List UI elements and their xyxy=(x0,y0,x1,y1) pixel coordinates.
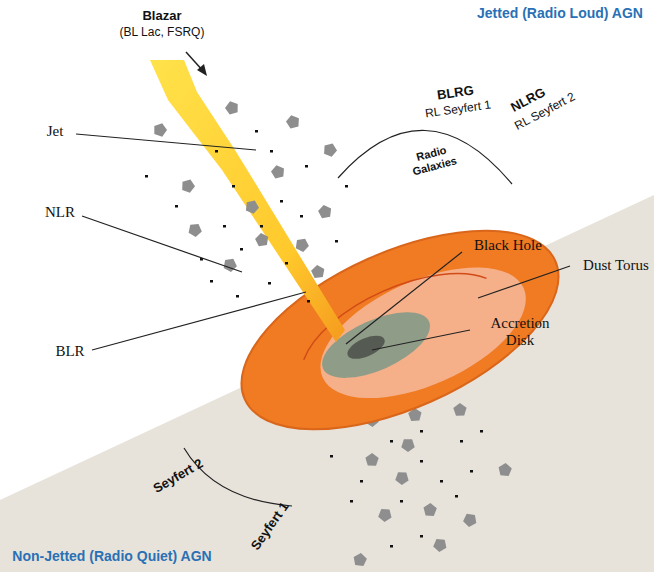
dot xyxy=(210,280,213,283)
radio-galaxy-arc xyxy=(338,130,512,184)
dot xyxy=(470,470,473,473)
dot xyxy=(455,495,458,498)
cloud xyxy=(424,503,437,516)
label: BLR xyxy=(55,343,84,360)
cloud xyxy=(324,144,337,157)
cloud xyxy=(225,101,238,114)
dot xyxy=(390,545,393,548)
radio-quiet-plane xyxy=(0,195,654,572)
dot xyxy=(215,150,218,153)
label: Non-Jetted (Radio Quiet) AGN xyxy=(12,548,211,564)
dot xyxy=(420,460,423,463)
dot xyxy=(223,225,226,228)
leader-line xyxy=(346,252,462,344)
cloud xyxy=(395,472,408,485)
leader-lines xyxy=(76,134,570,350)
dot xyxy=(345,185,348,188)
dot xyxy=(480,430,483,433)
dot xyxy=(145,175,148,178)
dot xyxy=(255,130,258,133)
dot xyxy=(420,535,423,538)
dot xyxy=(270,150,273,153)
dot xyxy=(335,240,338,243)
arrow-head xyxy=(197,64,207,76)
leader-line xyxy=(76,134,256,150)
seyfert-arc xyxy=(184,448,292,506)
dot xyxy=(440,480,443,483)
label: Radio Galaxies xyxy=(401,140,465,180)
cloud xyxy=(255,233,268,246)
dot xyxy=(175,205,178,208)
dot xyxy=(307,300,310,303)
dot xyxy=(268,282,271,285)
dot xyxy=(300,215,303,218)
label: Dust Torus xyxy=(583,257,649,274)
dot xyxy=(305,165,308,168)
cloud xyxy=(433,539,446,552)
label: NLR xyxy=(45,204,75,221)
dot xyxy=(232,185,235,188)
leader-line xyxy=(92,292,306,350)
dot xyxy=(285,262,288,265)
label: Black Hole xyxy=(474,237,542,254)
cloud xyxy=(189,224,202,237)
dot xyxy=(260,225,263,228)
label: RL Seyfert 1 xyxy=(424,99,492,122)
cloud xyxy=(453,403,466,416)
dot xyxy=(280,200,283,203)
label: Blazar xyxy=(142,9,181,24)
cloud xyxy=(354,553,367,566)
cloud xyxy=(286,115,299,128)
cloud xyxy=(311,265,324,278)
cloud xyxy=(246,201,259,214)
cloud xyxy=(365,453,378,466)
cloud xyxy=(378,509,391,522)
cloud xyxy=(182,179,195,192)
label: BLRG xyxy=(436,83,475,103)
dot xyxy=(360,480,363,483)
jet xyxy=(150,60,345,342)
label: Accretion Disk xyxy=(480,315,560,350)
cloud xyxy=(499,463,512,476)
label: (BL Lac, FSRQ) xyxy=(120,26,205,40)
dot xyxy=(236,295,239,298)
dot xyxy=(390,440,393,443)
label: Jet xyxy=(47,123,64,140)
dot xyxy=(420,430,423,433)
dot xyxy=(350,500,353,503)
dot xyxy=(460,440,463,443)
label: Jetted (Radio Loud) AGN xyxy=(477,5,643,21)
leader-line xyxy=(478,266,570,298)
cloud xyxy=(463,514,476,527)
dot xyxy=(400,500,403,503)
dot xyxy=(240,248,243,251)
cloud xyxy=(154,123,167,136)
cloud xyxy=(271,165,284,178)
cloud xyxy=(401,439,414,452)
dot xyxy=(330,455,333,458)
cloud xyxy=(318,205,331,218)
cloud xyxy=(296,239,309,252)
leader-line xyxy=(372,330,470,350)
cloud-group xyxy=(145,101,348,302)
leader-line xyxy=(82,216,242,272)
black-hole xyxy=(344,331,388,364)
